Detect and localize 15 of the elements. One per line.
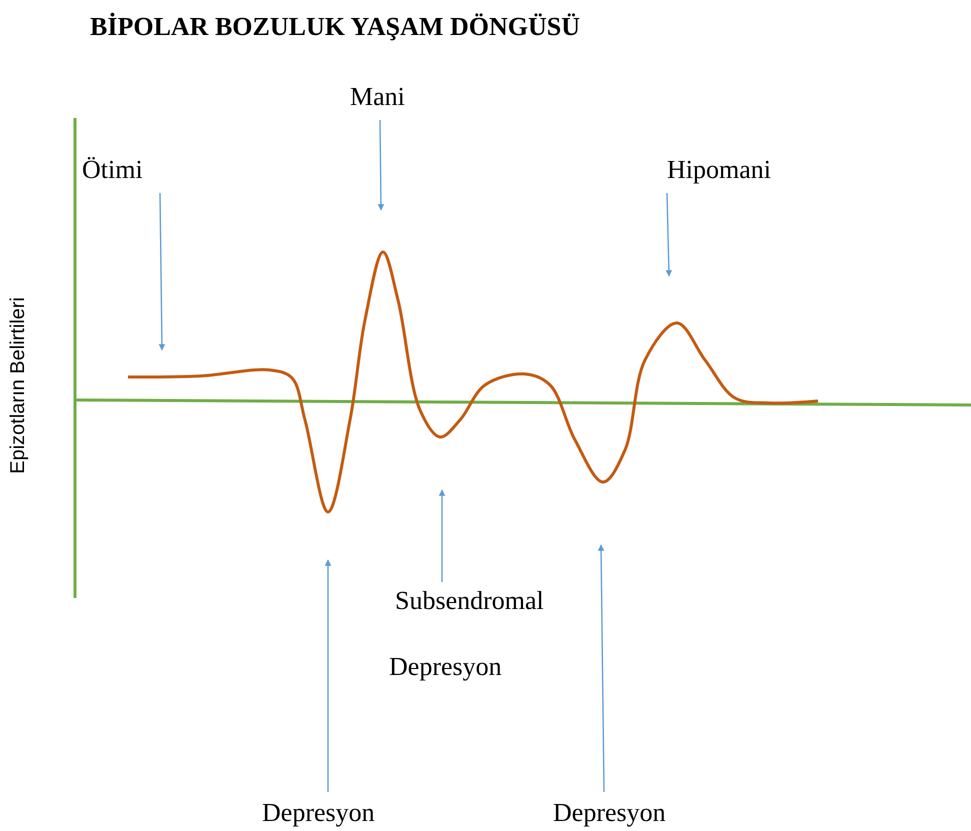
annotation-text: Depresyon xyxy=(262,798,375,828)
annotation-text: Ötimi xyxy=(82,155,143,185)
annotation-text: Mani xyxy=(350,82,405,112)
arrow xyxy=(438,489,446,582)
annotation-text: Subsendromal xyxy=(395,586,544,616)
annotation-text: Depresyon xyxy=(553,798,666,828)
annotation-text: Hipomani xyxy=(667,155,771,185)
arrow xyxy=(598,544,605,792)
arrow xyxy=(158,193,166,351)
arrow xyxy=(324,559,332,792)
arrow xyxy=(666,192,672,277)
title: BİPOLAR BOZULUK YAŞAM DÖNGÜSÜ xyxy=(90,12,580,42)
arrow xyxy=(378,120,384,211)
annotation-text: Depresyon xyxy=(389,652,503,682)
axis-label: Epizotların Belirtileri xyxy=(6,296,30,474)
